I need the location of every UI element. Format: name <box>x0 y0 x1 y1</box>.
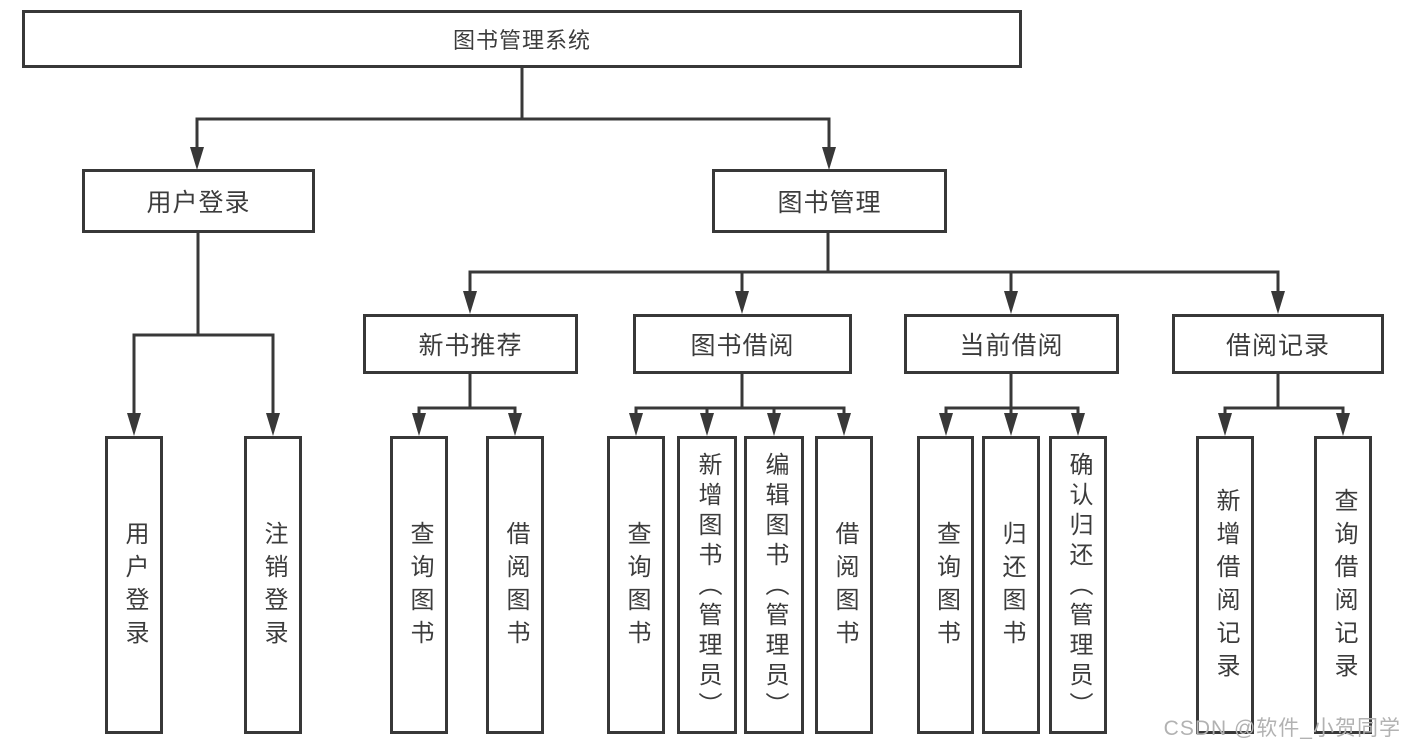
node-label: 新增借阅记录 <box>1212 488 1239 686</box>
node-leaf-cb-confirm-return-admin: 确认归还（管理员） <box>1049 436 1107 734</box>
node-book-management: 图书管理 <box>712 169 947 233</box>
csdn-watermark: CSDN @软件_小贺同学 <box>1163 717 1401 740</box>
node-label: 用户登录 <box>121 521 148 653</box>
node-book-borrow: 图书借阅 <box>633 314 852 374</box>
node-label: 借阅图书 <box>831 521 858 653</box>
node-label: 查询图书 <box>406 521 433 653</box>
node-library-system: 图书管理系统 <box>22 10 1022 68</box>
node-leaf-cb-return-books: 归还图书 <box>982 436 1040 734</box>
node-leaf-logout: 注销登录 <box>244 436 302 734</box>
connector-book-mgmt-to-level3 <box>463 233 1285 314</box>
node-leaf-bb-edit-books-admin: 编辑图书（管理员） <box>744 436 804 734</box>
node-label: 新增图书（管理员） <box>694 452 721 722</box>
node-new-book-recommend: 新书推荐 <box>363 314 578 374</box>
node-label: 用户登录 <box>146 189 251 217</box>
connector-root-to-level2 <box>190 68 836 170</box>
node-label: 查询图书 <box>623 521 650 653</box>
node-label: 查询借阅记录 <box>1330 488 1357 686</box>
node-leaf-bb-query-books: 查询图书 <box>607 436 665 734</box>
node-label: 图书借阅 <box>690 332 795 360</box>
node-borrow-records: 借阅记录 <box>1172 314 1384 374</box>
connector-user-login-children <box>127 233 280 436</box>
connector-borrow-records-children <box>1218 374 1350 436</box>
node-leaf-bb-borrow-books: 借阅图书 <box>815 436 873 734</box>
node-user-login: 用户登录 <box>82 169 315 233</box>
node-label: 确认归还（管理员） <box>1065 452 1092 722</box>
node-label: 借阅记录 <box>1225 332 1330 360</box>
node-label: 归还图书 <box>998 521 1025 653</box>
node-label: 查询图书 <box>932 521 960 653</box>
node-leaf-user-login: 用户登录 <box>105 436 163 734</box>
connector-new-book-children <box>412 374 522 436</box>
node-label: 当前借阅 <box>959 332 1064 360</box>
node-label: 新书推荐 <box>418 332 523 360</box>
connector-current-borrow-children <box>939 374 1085 436</box>
node-label: 借阅图书 <box>502 521 529 653</box>
node-leaf-cb-query-books: 查询图书 <box>917 436 974 734</box>
node-leaf-bb-add-books-admin: 新增图书（管理员） <box>677 436 737 734</box>
node-current-borrow: 当前借阅 <box>904 314 1119 374</box>
node-leaf-nb-query-books: 查询图书 <box>390 436 448 734</box>
node-leaf-nb-borrow-books: 借阅图书 <box>486 436 544 734</box>
node-label: 注销登录 <box>260 521 287 653</box>
node-label: 编辑图书（管理员） <box>761 452 788 722</box>
node-label: 图书管理系统 <box>452 28 591 53</box>
connector-book-borrow-children <box>629 374 851 436</box>
node-leaf-br-query-record: 查询借阅记录 <box>1314 436 1372 734</box>
node-leaf-br-add-record: 新增借阅记录 <box>1196 436 1254 734</box>
node-label: 图书管理 <box>777 189 882 217</box>
